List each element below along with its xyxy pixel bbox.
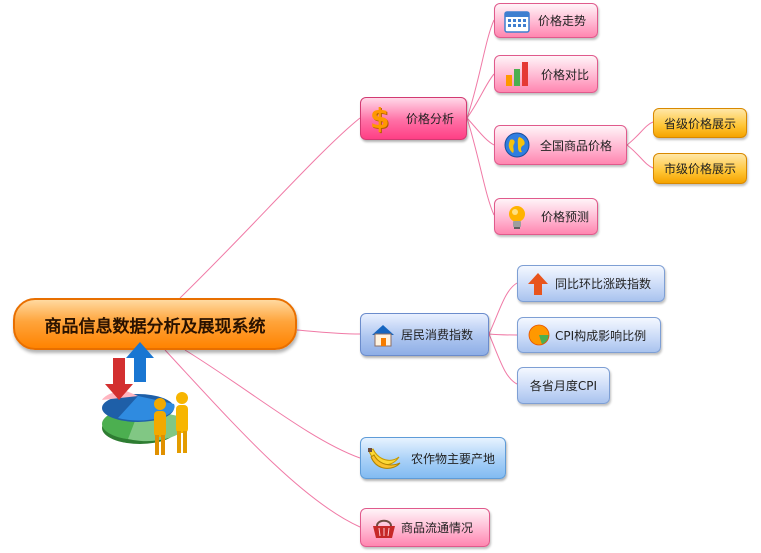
- dollar-icon: $: [370, 101, 390, 135]
- node-cpi-composition[interactable]: CPI构成影响比例: [517, 317, 661, 353]
- link-price-national: [466, 117, 495, 146]
- node-monthly-cpi[interactable]: 各省月度CPI: [517, 367, 610, 404]
- price-forecast-label: 价格预测: [541, 210, 590, 224]
- city-price-label: 市级价格展示: [663, 162, 736, 176]
- bar-chart-icon: [506, 62, 528, 86]
- link-national-city: [626, 144, 654, 169]
- branch-price-analysis[interactable]: $ 价格分析: [360, 97, 467, 140]
- basket-icon: [373, 519, 395, 538]
- link-central-cpi: [296, 329, 361, 335]
- link-central-circulation: [164, 349, 361, 528]
- price-compare-label: 价格对比: [541, 67, 590, 82]
- province-price-label: 省级价格展示: [663, 116, 736, 131]
- lightbulb-icon: [509, 205, 525, 229]
- central-topic-label: 商品信息数据分析及展现系统: [44, 316, 266, 337]
- node-national-price[interactable]: 全国商品价格: [494, 125, 627, 165]
- price-trend-label: 价格走势: [538, 14, 587, 28]
- pie-chart-icon: [528, 324, 550, 346]
- link-price-forecast: [466, 117, 495, 216]
- national-price-label: 全国商品价格: [540, 138, 613, 153]
- central-topic[interactable]: 商品信息数据分析及展现系统: [13, 298, 297, 350]
- link-cpi-monthly: [488, 333, 518, 385]
- link-cpi-yoy: [488, 282, 518, 335]
- arrow-up-icon: [528, 272, 548, 295]
- node-province-price[interactable]: 省级价格展示: [653, 108, 747, 138]
- cpi-composition-label: CPI构成影响比例: [555, 328, 647, 343]
- link-price-trend: [466, 19, 495, 119]
- branch-cpi[interactable]: 居民消费指数: [360, 313, 489, 356]
- agri-origin-label: 农作物主要产地: [411, 451, 496, 466]
- branch-agri-origin[interactable]: 农作物主要产地: [360, 437, 506, 479]
- globe-icon: [504, 132, 530, 158]
- monthly-cpi-label: 各省月度CPI: [529, 379, 598, 393]
- house-icon: [372, 324, 394, 346]
- data-analysis-illustration-icon: [102, 342, 188, 455]
- link-central-agri: [184, 349, 361, 459]
- node-city-price[interactable]: 市级价格展示: [653, 153, 747, 184]
- branch-circulation[interactable]: 商品流通情况: [360, 508, 490, 547]
- calendar-icon: [504, 10, 530, 33]
- link-price-compare: [466, 73, 495, 119]
- node-price-forecast[interactable]: 价格预测: [494, 198, 598, 235]
- price-analysis-label: 价格分析: [406, 112, 455, 126]
- yoy-index-label: 同比环比涨跌指数: [555, 277, 652, 291]
- node-price-compare[interactable]: 价格对比: [494, 55, 598, 93]
- link-central-price: [179, 117, 361, 299]
- link-cpi-composition: [488, 333, 518, 336]
- node-yoy-index[interactable]: 同比环比涨跌指数: [517, 265, 665, 302]
- circulation-label: 商品流通情况: [401, 521, 474, 535]
- node-price-trend[interactable]: 价格走势: [494, 3, 598, 38]
- cpi-label: 居民消费指数: [401, 328, 474, 342]
- banana-icon: [368, 448, 401, 469]
- link-national-province: [626, 121, 654, 146]
